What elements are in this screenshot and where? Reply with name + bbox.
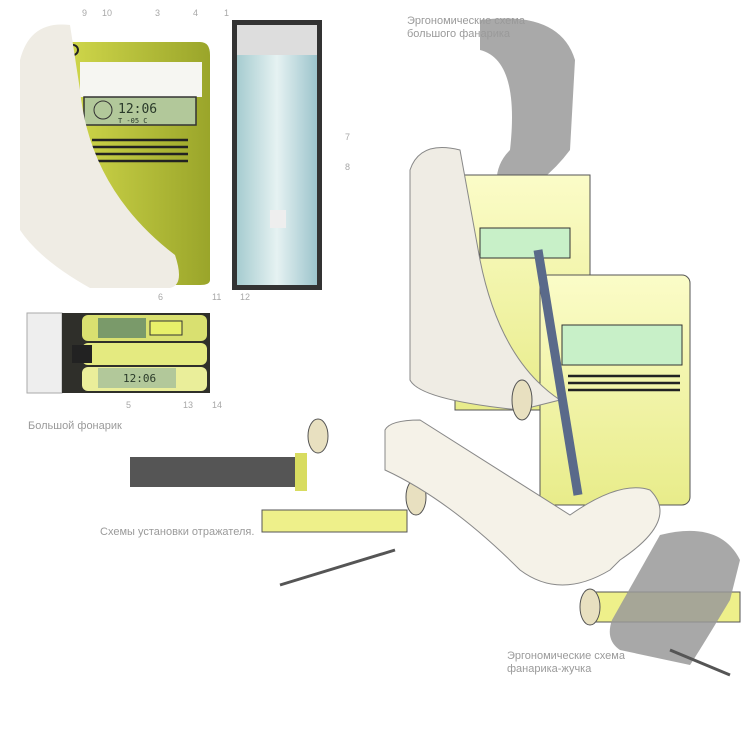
caption-line: Эргономические схема — [507, 650, 625, 662]
callout-3: 3 — [155, 8, 161, 18]
caption-reflector-schemes: Схемы установки отражателя. — [100, 526, 255, 538]
caption-ergo-bug: Эргономические схема фанарика-жучка — [507, 650, 625, 676]
reflector-schemes — [130, 418, 427, 587]
callout-13: 13 — [183, 400, 194, 410]
caption-ergo-big: Эргономические схема большого фанарика — [407, 15, 525, 41]
svg-text:12:06: 12:06 — [118, 102, 157, 117]
ergonomic-scheme-big — [384, 18, 691, 586]
callout-10: 10 — [102, 8, 113, 18]
svg-text:T -05 C: T -05 C — [118, 117, 148, 125]
ergonomic-scheme-bug — [579, 530, 741, 677]
callout-9: 9 — [82, 8, 88, 18]
caption-line: большого фанарика — [407, 28, 511, 40]
callout-1: 1 — [224, 8, 230, 18]
caption-line: фанарика-жучка — [507, 663, 592, 675]
callout-11: 11 — [212, 292, 222, 302]
big-flashlight-top: 12:06 — [26, 312, 210, 394]
big-flashlight-side — [232, 20, 322, 290]
callout-5: 5 — [126, 400, 132, 410]
callout-8: 8 — [345, 162, 351, 172]
callout-7: 7 — [345, 132, 351, 142]
svg-text:12:06: 12:06 — [123, 372, 156, 385]
callout-4: 4 — [193, 8, 199, 18]
caption-big-flashlight: Большой фонарик — [28, 420, 122, 432]
caption-line: Эргономические схема — [407, 15, 525, 27]
callout-14: 14 — [212, 400, 223, 410]
big-flashlight-front: 12:06 T -05 C — [20, 24, 210, 288]
callout-12: 12 — [240, 292, 251, 302]
callout-6: 6 — [158, 292, 164, 302]
